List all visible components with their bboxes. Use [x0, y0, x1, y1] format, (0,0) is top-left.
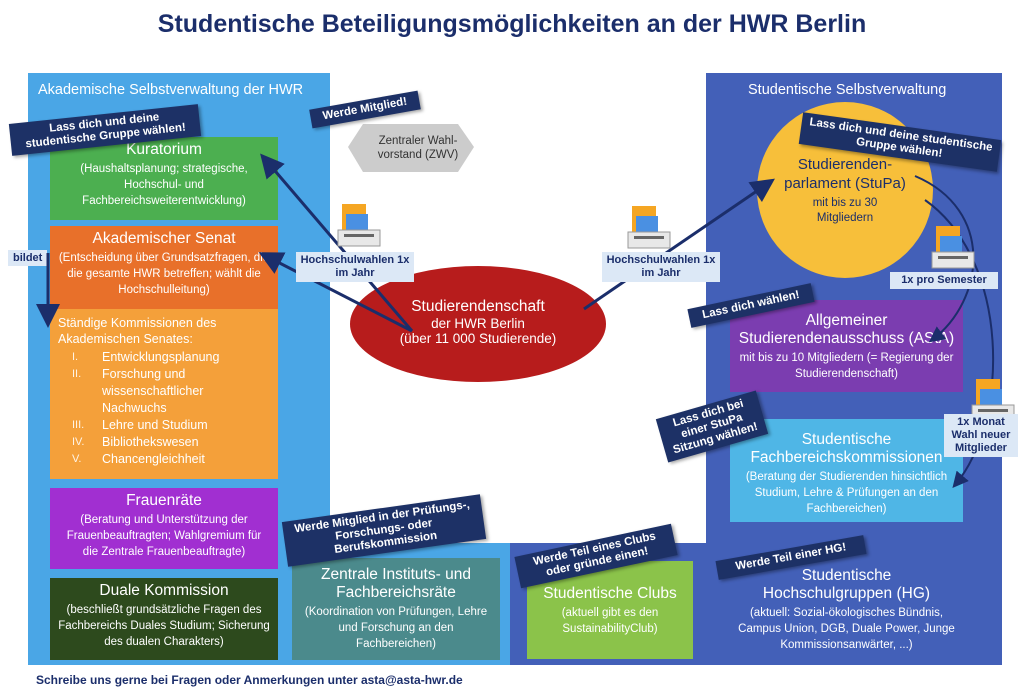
kommissionen-box: Ständige Kommissionen des Akademischen S…	[50, 309, 278, 479]
fbk-desc: (Beratung der Studierenden hinsichtlich …	[745, 471, 948, 515]
frauenraete-box: Frauenräte (Beratung und Unterstützung d…	[50, 488, 278, 569]
list-item: III.Lehre und Studium	[72, 418, 208, 432]
clubs-title: Studentische Clubs	[543, 585, 677, 602]
senat-box: Akademischer Senat (Entscheidung über Gr…	[50, 226, 278, 309]
clubs-desc: (aktuell gibt es den SustainabilityClub)	[561, 607, 659, 635]
list-item: II.Forschung und wissenschaftlicher Nach…	[72, 367, 204, 415]
monat-wahl-tag: 1x Monat Wahl neuer Mitglieder	[944, 414, 1018, 457]
ballot-box-icon	[337, 204, 381, 247]
institutsraete-desc: (Koordination von Prüfungen, Lehre und F…	[304, 606, 488, 650]
institutsraete-title: Zentrale Instituts- und Fachbereichsräte	[321, 566, 471, 601]
hg-box: Studentische Hochschulgruppen (HG) (aktu…	[730, 559, 963, 659]
list-item: V.Chancengleichheit	[72, 452, 205, 466]
institutsraete-box: Zentrale Instituts- und Fachbereichsräte…	[292, 558, 500, 660]
arrow-to-senat	[258, 252, 413, 333]
hochschulwahlen-right-tag: Hochschulwahlen 1x im Jahr	[602, 252, 720, 282]
duale-title: Duale Kommission	[99, 582, 229, 599]
clubs-box: Studentische Clubs (aktuell gibt es den …	[527, 561, 693, 659]
bildet-label: bildet	[8, 250, 48, 266]
kommissionen-title: Ständige Kommissionen des Akademischen S…	[58, 316, 217, 346]
frauenraete-title: Frauenräte	[126, 492, 202, 509]
right-panel-heading: Studentische Selbstverwaltung	[748, 82, 947, 98]
fbk-box: Studentische Fachbereichskommissionen (B…	[730, 419, 963, 522]
hg-title: Studentische Hochschulgruppen (HG)	[762, 567, 931, 602]
kuratorium-desc: (Haushaltsplanung; strategische, Hochsch…	[80, 163, 248, 207]
kommissionen-list: I.Entwicklungsplanung II.Forschung und w…	[58, 349, 270, 468]
duale-desc: (beschließt grundsätzliche Fragen des Fa…	[58, 604, 270, 648]
studierendenschaft-ellipse	[350, 266, 606, 382]
ballot-box-icon	[931, 226, 975, 269]
wahlvorstand-hexagon	[348, 124, 474, 172]
studierendenschaft-text: Studierendenschaft der HWR Berlin (über …	[399, 298, 557, 346]
kuratorium-title: Kuratorium	[126, 141, 202, 158]
wahlvorstand-label: Zentraler Wahl-vorstand (ZWV)	[377, 135, 459, 161]
fbk-title: Studentische Fachbereichskommissionen	[750, 431, 943, 466]
asta-desc: mit bis zu 10 Mitgliedern (= Regierung d…	[739, 352, 954, 380]
pro-semester-tag: 1x pro Semester	[890, 272, 998, 289]
asta-box: Allgemeiner Studierendenausschuss (AStA)…	[730, 300, 963, 392]
senat-title: Akademischer Senat	[92, 230, 236, 247]
arrow-to-stupa	[583, 178, 775, 311]
hg-desc: (aktuell: Sozial-ökologisches Bündnis, C…	[738, 607, 955, 651]
left-panel-heading: Akademische Selbstverwaltung der HWR	[38, 82, 304, 98]
footer-contact: Schreibe uns gerne bei Fragen oder Anmer…	[36, 673, 463, 687]
page-title: Studentische Beteiligungsmöglichkeiten a…	[157, 10, 867, 38]
list-item: I.Entwicklungsplanung	[72, 350, 220, 364]
stupa-text: Studierenden-parlament (StuPa) mit bis z…	[784, 156, 906, 224]
hochschulwahlen-left-tag: Hochschulwahlen 1x im Jahr	[296, 252, 414, 282]
frauenraete-desc: (Beratung und Unterstützung der Frauenbe…	[66, 514, 262, 558]
ballot-box-icon	[627, 206, 671, 249]
duale-kommission-box: Duale Kommission (beschließt grundsätzli…	[50, 578, 278, 660]
list-item: IV.Bibliothekswesen	[72, 435, 199, 449]
senat-desc: (Entscheidung über Grundsatzfragen, die …	[58, 252, 270, 296]
kuratorium-box: Kuratorium (Haushaltsplanung; strategisc…	[50, 137, 278, 220]
asta-title: Allgemeiner Studierendenausschuss (AStA)	[738, 312, 955, 347]
